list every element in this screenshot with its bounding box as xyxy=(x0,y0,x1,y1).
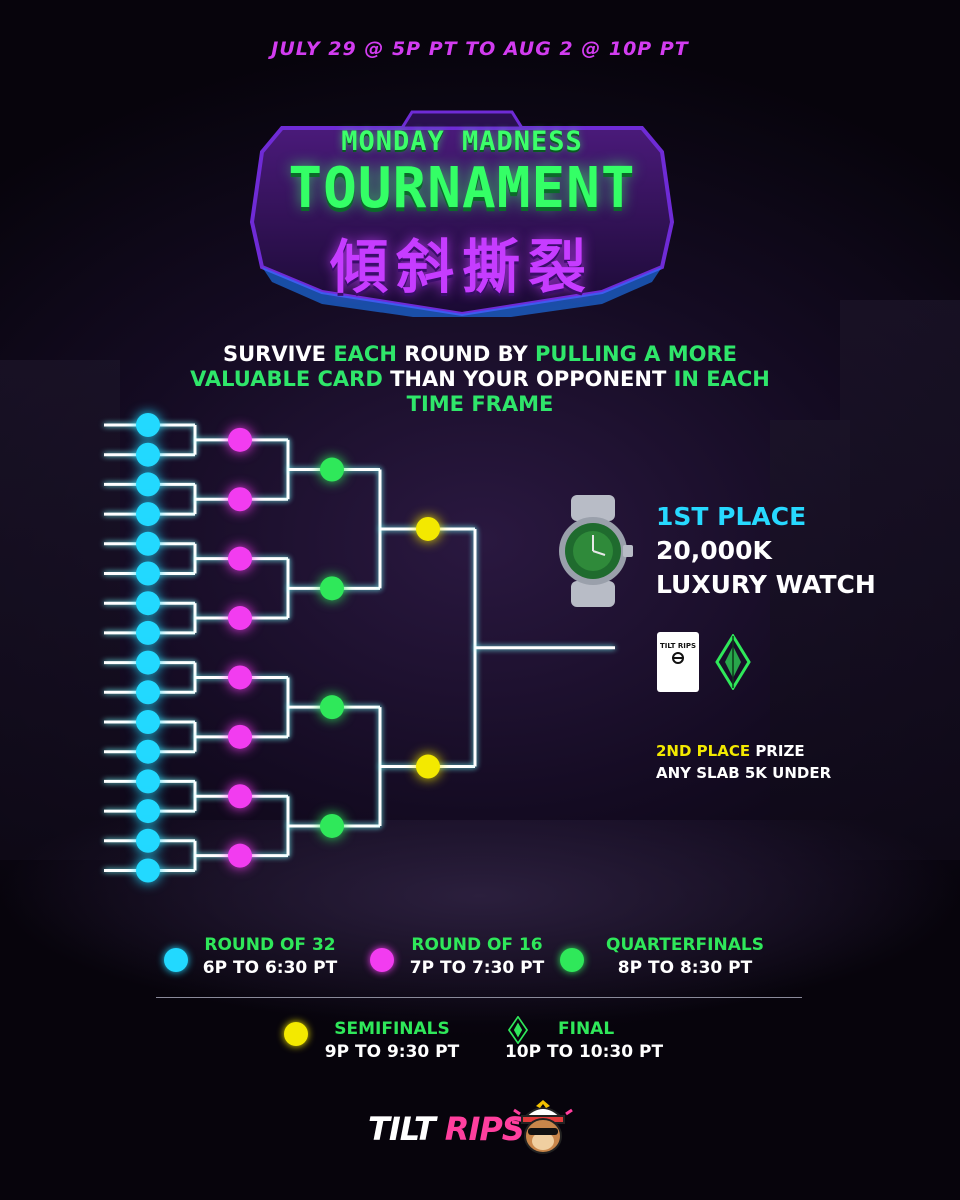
first-place-label: 1ST PLACE xyxy=(656,502,807,531)
round-of-32-node xyxy=(136,799,160,824)
quarterfinals-dot xyxy=(560,948,584,972)
legend-time: 8P TO 8:30 PT xyxy=(617,958,753,978)
legend-quarterfinals: QUARTERFINALS 8P TO 8:30 PT xyxy=(590,934,780,980)
quarterfinal-node xyxy=(320,695,344,720)
round-of-32-node xyxy=(136,472,160,497)
first-place-amount: 20,000K xyxy=(656,536,772,565)
background-building xyxy=(770,420,850,840)
semifinal-node xyxy=(416,516,440,541)
round-of-16-node xyxy=(228,427,252,452)
tagline-part: SURVIVE xyxy=(223,342,334,366)
round-of-16-dot xyxy=(370,948,394,972)
semifinals-dot xyxy=(284,1022,308,1046)
legend-time: 7P TO 7:30 PT xyxy=(409,958,545,978)
tagline: SURVIVE EACH ROUND BY PULLING A MORE VAL… xyxy=(160,342,800,417)
round-of-32-node xyxy=(136,739,160,764)
first-place-item: LUXURY WATCH xyxy=(656,570,876,599)
legend-label: ROUND OF 16 xyxy=(411,935,543,955)
round-of-16-node xyxy=(228,665,252,690)
final-diamond-icon xyxy=(508,1016,528,1044)
round-of-32-node xyxy=(136,769,160,794)
legend-label: SEMIFINALS xyxy=(334,1019,450,1039)
second-place-label: 2ND PLACE xyxy=(656,742,751,760)
round-of-16-node xyxy=(228,843,252,868)
round-of-16-node xyxy=(228,546,252,571)
round-of-32-node xyxy=(136,680,160,705)
tagline-highlight: IN EACH TIME FRAME xyxy=(406,367,770,416)
background-building xyxy=(840,300,960,860)
first-place-prize: 1ST PLACE 20,000K LUXURY WATCH xyxy=(656,500,876,602)
logo-line-3: 傾斜撕裂 xyxy=(329,233,594,301)
logo-line-2: TOURNAMENT xyxy=(288,156,636,221)
tournament-bracket xyxy=(136,413,440,883)
background-floor xyxy=(0,820,960,1200)
legend-semifinals: SEMIFINALS 9P TO 9:30 PT xyxy=(314,1018,470,1064)
round-of-32-node xyxy=(136,858,160,883)
tilt-rips-card-badge: TILT RIPS xyxy=(657,632,699,692)
logo-frame xyxy=(249,110,675,317)
round-of-16-node xyxy=(228,784,252,809)
legend-round-of-32: ROUND OF 32 6P TO 6:30 PT xyxy=(200,934,340,980)
brand-part-2: RIPS xyxy=(444,1110,525,1148)
round-of-16-node xyxy=(228,606,252,631)
logo-line-1: MONDAY MADNESS xyxy=(341,126,583,157)
tagline-part: THAN YOUR OPPONENT xyxy=(382,367,674,391)
round-of-32-node xyxy=(136,710,160,734)
quarterfinal-node xyxy=(320,457,344,482)
round-of-32-node xyxy=(136,531,160,556)
legend-time: 6P TO 6:30 PT xyxy=(202,958,338,978)
semifinal-node xyxy=(416,754,440,779)
legend-label: FINAL xyxy=(558,1019,615,1039)
round-of-32-node xyxy=(136,502,160,527)
round-of-32-node xyxy=(136,650,160,675)
legend-label: ROUND OF 32 xyxy=(204,935,336,955)
round-of-32-node xyxy=(136,561,160,586)
legend-divider xyxy=(156,997,802,998)
badge-text: TILT RIPS xyxy=(659,642,697,650)
luxury-watch-icon xyxy=(559,495,633,607)
legend-round-of-16: ROUND OF 16 7P TO 7:30 PT xyxy=(402,934,552,980)
second-place-prize: 2ND PLACE PRIZE ANY SLAB 5K UNDER xyxy=(656,740,831,784)
round-of-32-node xyxy=(136,413,160,437)
brand-part-1: TILT xyxy=(368,1110,445,1148)
background-building xyxy=(0,360,120,860)
second-place-detail: ANY SLAB 5K UNDER xyxy=(656,764,832,782)
tilt-rips-logo: TILT RIPS xyxy=(368,1110,525,1148)
final-diamond-badge-icon xyxy=(715,634,751,690)
legend-time: 9P TO 9:30 PT xyxy=(324,1042,460,1062)
pokeball-icon xyxy=(672,652,684,664)
round-of-32-dot xyxy=(164,948,188,972)
legend-time: 10P TO 10:30 PT xyxy=(504,1042,664,1062)
round-of-32-node xyxy=(136,442,160,467)
tournament-logo: MONDAY MADNESS TOURNAMENT 傾斜撕裂 xyxy=(222,92,702,317)
legend-label: QUARTERFINALS xyxy=(606,935,764,955)
quarterfinal-node xyxy=(320,576,344,601)
round-of-32-node xyxy=(136,828,160,853)
round-of-16-node xyxy=(228,724,252,749)
date-range: JULY 29 @ 5P PT TO AUG 2 @ 10P PT xyxy=(271,38,689,60)
round-of-16-node xyxy=(228,487,252,512)
tagline-highlight: PULLING A MORE VALUABLE CARD xyxy=(190,342,737,391)
legend-final: FINAL 10P TO 10:30 PT xyxy=(494,1018,674,1064)
tagline-part: ROUND BY xyxy=(396,342,536,366)
round-of-32-node xyxy=(136,591,160,616)
monkey-mascot-icon xyxy=(511,1100,573,1154)
second-place-suffix: PRIZE xyxy=(750,742,805,760)
quarterfinal-node xyxy=(320,813,344,838)
tagline-highlight: EACH xyxy=(333,342,397,366)
round-of-32-node xyxy=(136,620,160,645)
